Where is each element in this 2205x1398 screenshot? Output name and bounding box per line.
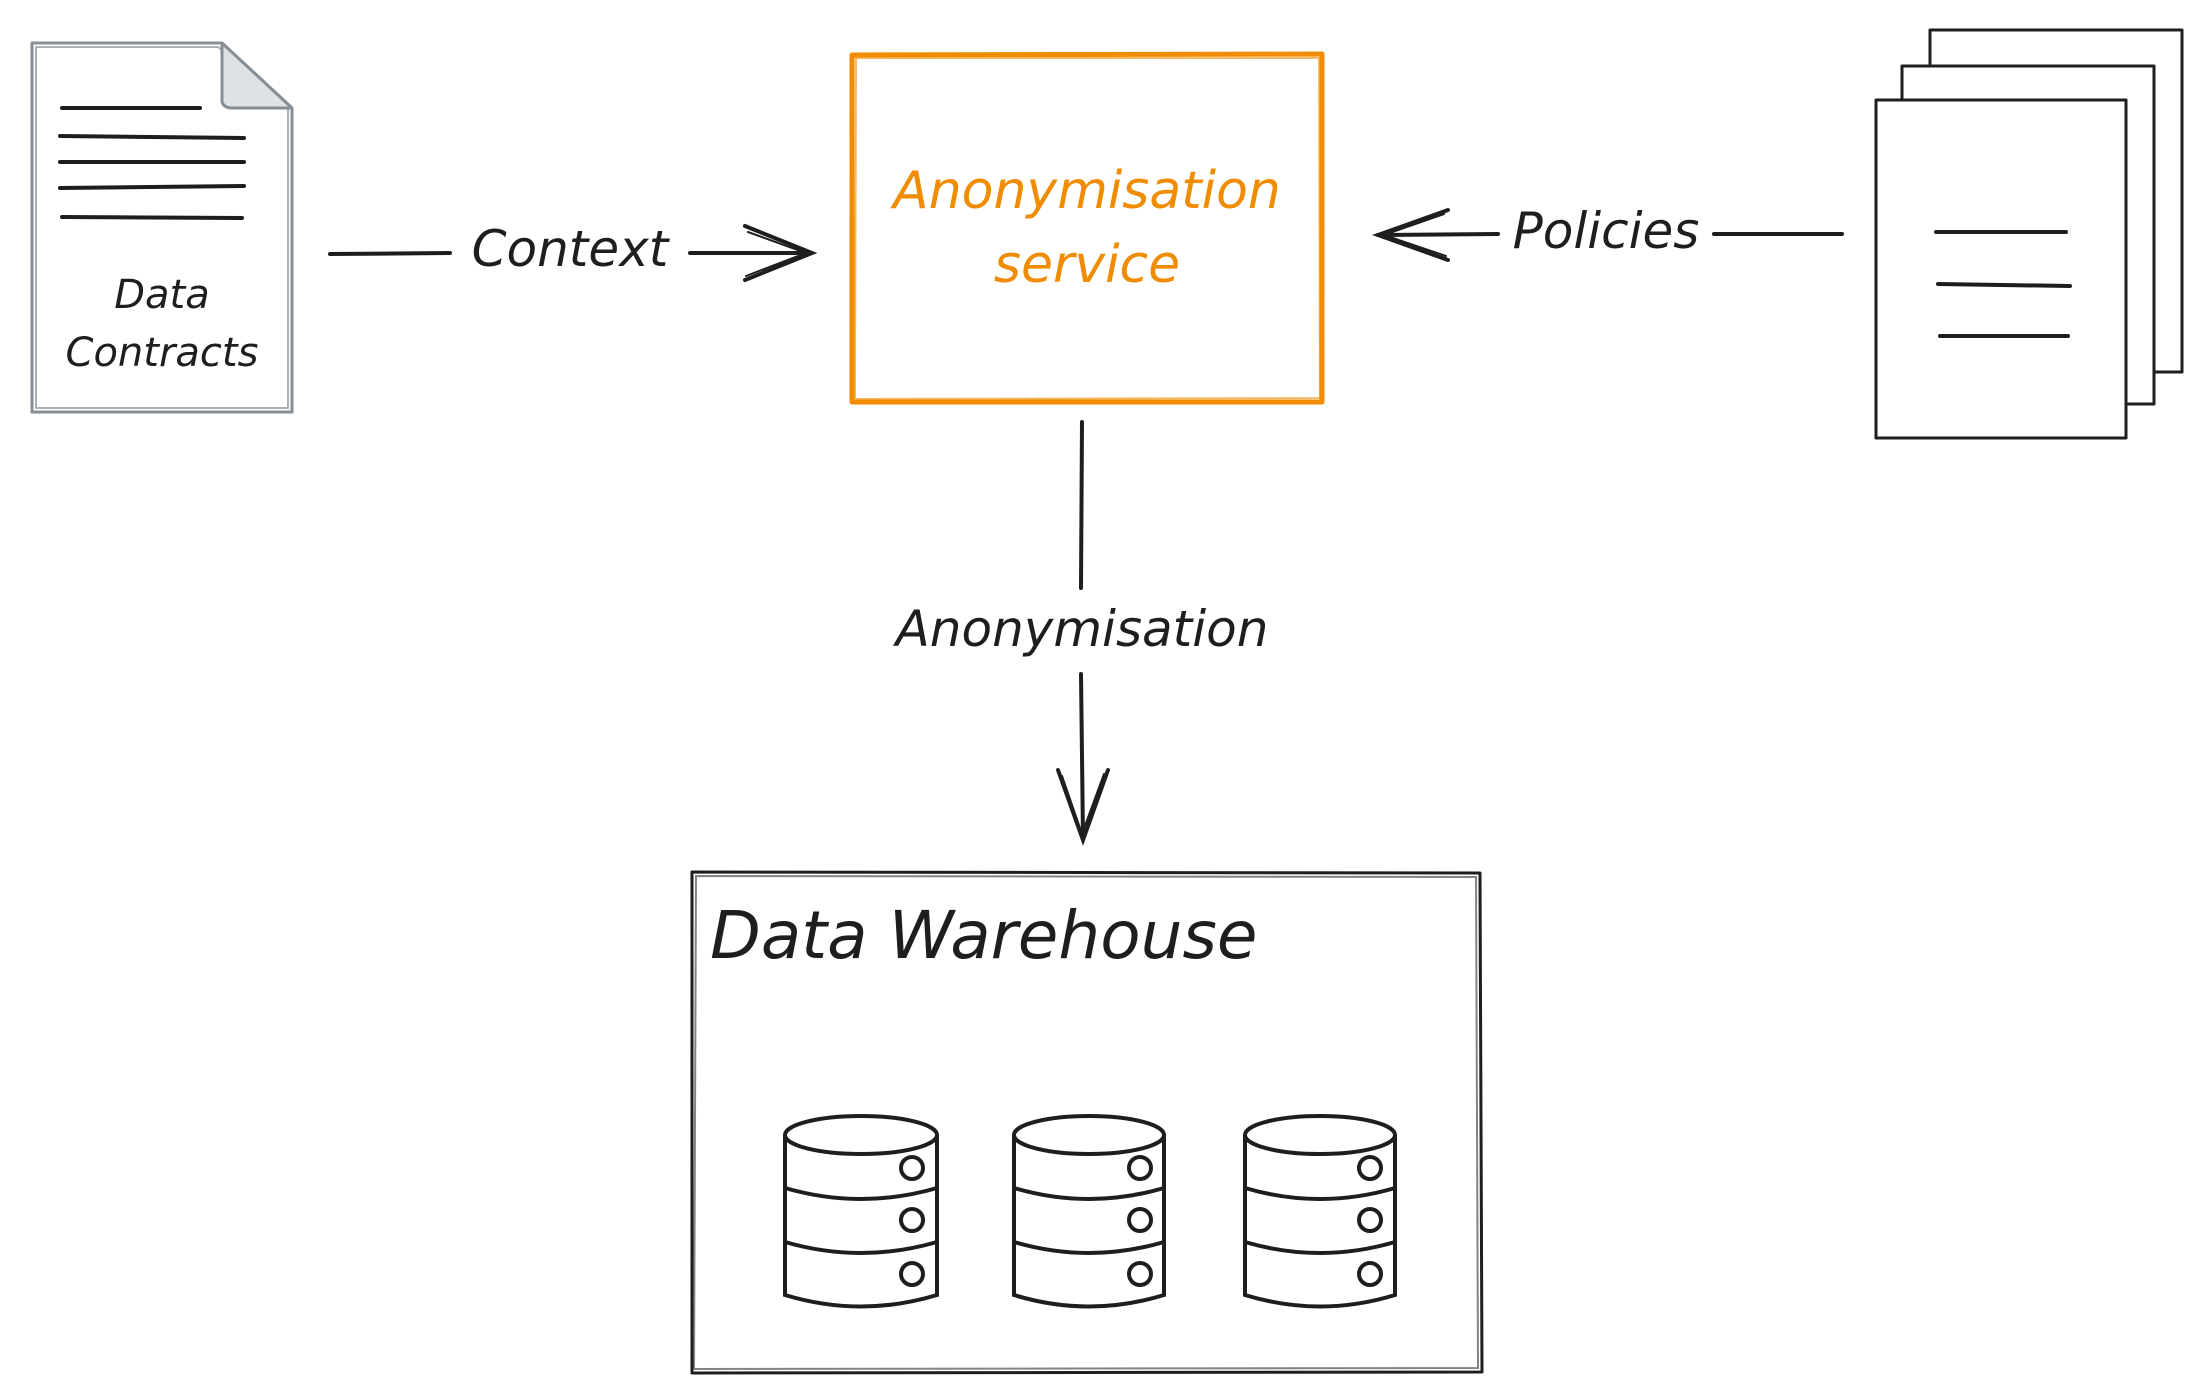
- warehouse-box: [690, 870, 1484, 1375]
- database-icon: [1012, 1114, 1166, 1309]
- database-icon: [783, 1114, 939, 1309]
- warehouse-title: Data Warehouse: [710, 897, 1257, 974]
- anonymisation-service-node[interactable]: Anonymisation service: [849, 51, 1325, 405]
- policies-label: Policies: [1513, 202, 1700, 260]
- service-label-line1: Anonymisation: [890, 161, 1281, 221]
- service-box: [849, 51, 1325, 405]
- anonymisation-label: Anonymisation: [893, 600, 1269, 658]
- data-contracts-label-line1: Data: [114, 272, 210, 318]
- document-icon: [30, 41, 294, 414]
- data-warehouse-node[interactable]: Data Warehouse: [690, 870, 1484, 1375]
- anonymisation-arrow[interactable]: [1056, 420, 1110, 846]
- context-arrow[interactable]: [328, 224, 818, 282]
- context-label: Context: [472, 220, 671, 278]
- database-icon: [1243, 1114, 1397, 1309]
- data-contracts-label-line2: Contracts: [66, 330, 259, 376]
- document-stack-icon[interactable]: [1874, 28, 2184, 440]
- data-contracts-node[interactable]: Data Contracts: [30, 41, 294, 414]
- service-label-line2: service: [994, 235, 1180, 295]
- policies-arrow[interactable]: [1372, 208, 1844, 262]
